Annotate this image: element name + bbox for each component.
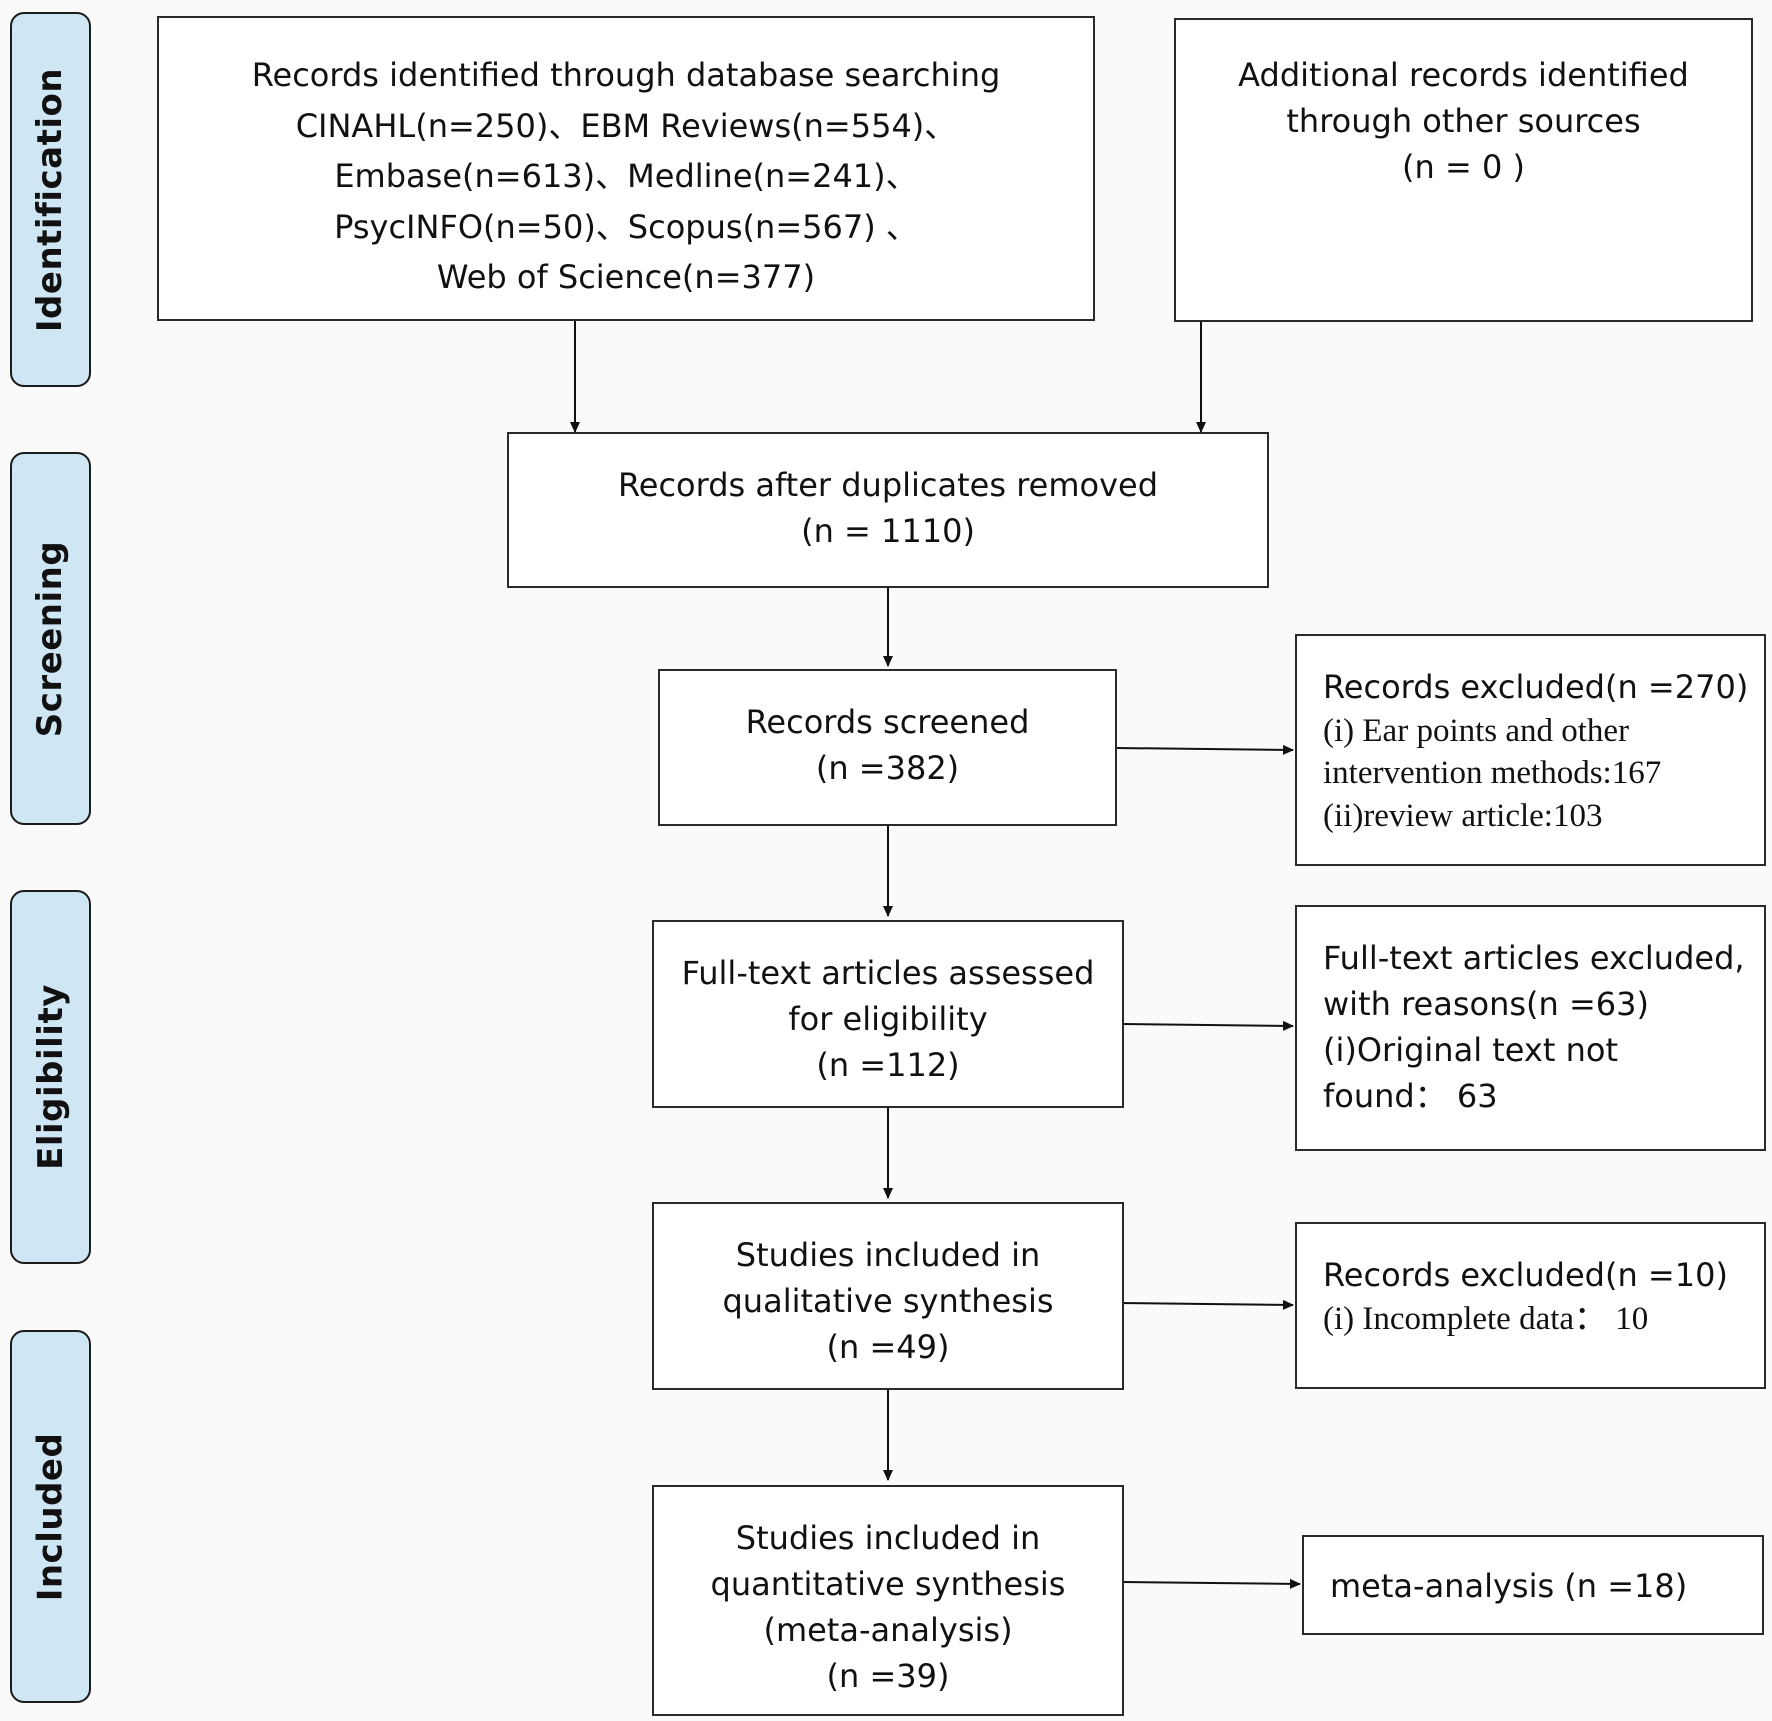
box-screen-excluded: Records excluded(n =270) (i) Ear points … [1295, 634, 1766, 866]
box-line: (i) Incomplete data： 10 [1323, 1301, 1649, 1338]
arrow-fulltext-to-excluded [1121, 1020, 1294, 1031]
box-line: with reasons(n =63) [1323, 985, 1649, 1024]
box-line: (n = 0 ) [1402, 148, 1525, 187]
stage-label: Eligibility [30, 984, 71, 1170]
box-quantitative-synthesis: Studies included in quantitative synthes… [652, 1485, 1124, 1716]
box-line: Records excluded(n =270) [1323, 668, 1749, 706]
stage-included: Included [10, 1330, 91, 1703]
arrow-qualitative-to-excluded [1117, 1299, 1294, 1310]
box-line: Records screened [745, 703, 1030, 741]
box-line: through other sources [1286, 102, 1641, 141]
box-line: Records after duplicates removed [617, 466, 1159, 504]
box-line: Web of Science(n=377) [436, 258, 816, 297]
box-other-sources: Additional records identified through ot… [1174, 18, 1753, 322]
stage-label: Identification [30, 67, 71, 332]
box-line: CINAHL(n=250)、EBM Reviews(n=554)、 [295, 106, 957, 145]
box-line: Studies included in [735, 1236, 1041, 1274]
box-line: (n = 1110) [801, 512, 975, 551]
box-qualitative-synthesis: Studies included in qualitative synthesi… [652, 1202, 1124, 1390]
box-line: Records identified through database sear… [251, 56, 1001, 94]
stage-identification: Identification [10, 12, 91, 387]
box-line: (meta-analysis) [763, 1611, 1013, 1650]
box-line: PsycINFO(n=50)、Scopus(n=567) 、 [334, 207, 918, 246]
box-line: Full-text articles assessed [681, 954, 1095, 992]
box-meta-analysis: meta-analysis (n =18) [1302, 1535, 1764, 1635]
box-line: (n =39) [826, 1657, 950, 1696]
box-records-screened: Records screened (n =382) [658, 669, 1117, 826]
box-line: for eligibility [788, 1000, 988, 1039]
stage-screening: Screening [10, 452, 91, 825]
box-line: Embase(n=613)、Medline(n=241)、 [334, 157, 918, 196]
box-line: Studies included in [735, 1519, 1041, 1557]
box-line: intervention methods:167 [1323, 755, 1662, 792]
box-line: (n =112) [816, 1046, 960, 1085]
box-line: Additional records identified [1238, 56, 1689, 94]
box-line: meta-analysis (n =18) [1330, 1567, 1688, 1605]
box-line: (i)Original text not [1323, 1031, 1618, 1070]
box-line: Full-text articles excluded, [1323, 939, 1745, 977]
box-line: Records excluded(n =10) [1323, 1256, 1728, 1294]
box-line: (n =382) [815, 749, 960, 788]
box-line: found： 63 [1323, 1077, 1498, 1116]
box-database-search: Records identified through database sear… [157, 16, 1095, 321]
box-line: quantitative synthesis [710, 1565, 1066, 1604]
box-fulltext-assessed: Full-text articles assessed for eligibil… [652, 920, 1124, 1108]
arrow-screened-to-excluded [1115, 744, 1294, 755]
stage-eligibility: Eligibility [10, 890, 91, 1264]
box-line: qualitative synthesis [722, 1282, 1054, 1321]
stage-label: Screening [30, 540, 71, 737]
arrow-quantitative-to-meta [1123, 1578, 1301, 1589]
stage-label: Included [30, 1432, 71, 1601]
box-line: (ii)review article:103 [1323, 797, 1603, 834]
box-fulltext-excluded: Full-text articles excluded, with reason… [1295, 905, 1766, 1151]
box-line: (n =49) [826, 1328, 950, 1367]
box-line: (i) Ear points and other [1323, 713, 1630, 750]
box-qualitative-excluded: Records excluded(n =10) (i) Incomplete d… [1295, 1222, 1766, 1389]
box-duplicates-removed: Records after duplicates removed (n = 11… [507, 432, 1269, 588]
